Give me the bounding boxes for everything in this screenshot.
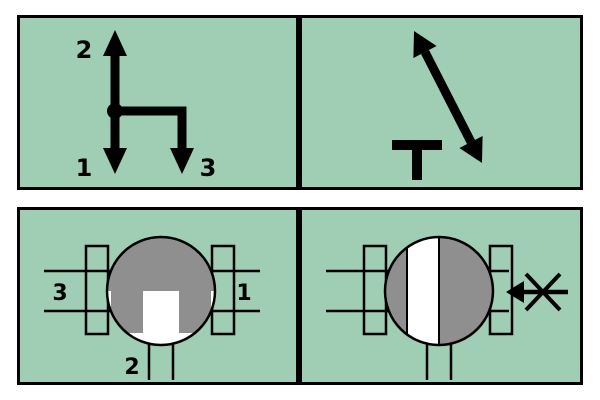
arrowhead-upper-icon — [413, 31, 437, 58]
panel-background — [20, 18, 296, 187]
arrowhead-up-icon — [103, 30, 127, 56]
arrowhead-down-right-icon — [170, 148, 194, 174]
cross-line-2 — [524, 272, 562, 312]
ball-outline — [383, 235, 495, 347]
port-label-1: 1 — [76, 154, 93, 182]
port-label-1: 1 — [236, 281, 251, 306]
arrowhead-down-left-icon — [103, 148, 127, 174]
junction-dot — [107, 103, 123, 119]
port-label-2: 2 — [124, 355, 139, 380]
port-label-3: 3 — [52, 281, 67, 306]
valve-handle-icon — [392, 140, 442, 180]
blocked-arrowhead-left-icon — [506, 281, 524, 303]
port-label-3: 3 — [200, 154, 217, 182]
ball-valve-closed-panel — [299, 207, 583, 385]
arrowhead-lower-icon — [459, 136, 483, 163]
panel-background — [302, 18, 580, 187]
handle-direction-panel — [299, 15, 583, 190]
port-label-2: 2 — [76, 36, 93, 64]
branch-flow-line — [115, 106, 187, 148]
ball-outline — [105, 235, 217, 347]
flow-arrows — [103, 30, 194, 174]
ball-valve-tport-panel: 3 1 2 — [17, 207, 299, 385]
double-headed-arrow — [413, 31, 483, 163]
flow-path-schematic-panel: 2 1 3 — [17, 15, 299, 190]
diagonal-arrow-shaft — [420, 49, 476, 145]
blocked-flow-arrow-icon — [506, 272, 568, 312]
